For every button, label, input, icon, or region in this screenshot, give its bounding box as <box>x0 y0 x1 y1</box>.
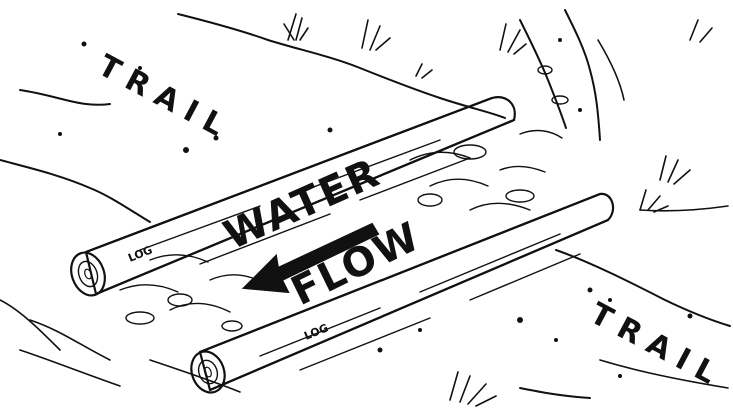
flow-arrow-icon <box>241 222 380 294</box>
trail-label-bottom: TRAIL <box>584 296 730 396</box>
flow-label: FLOW <box>284 213 428 315</box>
log-label-upper: LOG <box>126 243 154 264</box>
log-lower <box>190 192 615 394</box>
grass-tufts <box>283 13 713 407</box>
log-upper <box>70 96 516 297</box>
ground-dots <box>58 38 693 378</box>
trail-label-top: TRAIL <box>92 48 238 148</box>
water-ripples <box>119 65 569 332</box>
trail-edges <box>0 13 731 399</box>
stream-banks <box>19 9 625 387</box>
